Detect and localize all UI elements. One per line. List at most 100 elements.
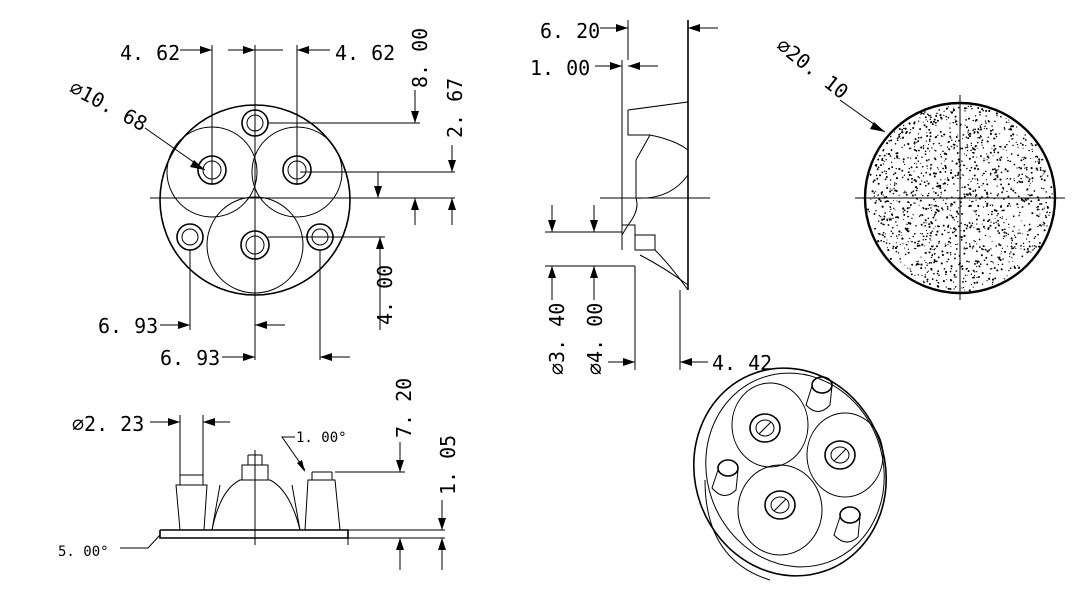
stipple-dot [943,133,946,136]
stipple-dot [965,227,968,230]
stipple-dot [1008,261,1010,263]
stipple-dot [890,213,894,216]
stipple-dot [886,153,888,155]
stipple-dot [1039,213,1041,215]
stipple-dot [985,122,987,124]
stipple-dot [944,179,946,181]
stipple-dot [982,219,985,222]
stipple-dot [977,275,980,279]
stipple-dot [924,274,926,276]
stipple-dot [1015,242,1018,245]
stipple-dot [1009,178,1012,180]
stipple-dot [932,245,935,247]
stipple-dot [909,268,911,270]
stipple-dot [882,231,885,234]
stipple-dot [1043,170,1046,173]
stipple-dot [976,281,979,284]
stipple-dot [931,147,933,149]
stipple-dot [937,225,939,227]
stipple-dot [930,164,932,166]
stipple-dot [883,235,886,238]
stipple-dot [1033,244,1036,247]
stipple-dot [965,241,967,244]
stipple-dot [893,131,896,133]
stipple-dot [973,210,975,212]
stipple-dot [974,128,976,131]
stipple-dot [945,286,947,288]
stipple-dot [894,157,896,160]
dim-4-62-left: 4. 62 [120,41,180,65]
stipple-dot [982,147,985,149]
stipple-dot [893,184,896,186]
stipple-dot [932,216,935,219]
stipple-dot [992,278,995,281]
stipple-dot [929,247,932,251]
stipple-dot [950,169,953,171]
stipple-dot [896,245,899,248]
stipple-dot [895,250,898,253]
stipple-dot [888,153,891,156]
stipple-dot [913,247,915,249]
stipple-dot [956,145,958,147]
stipple-dot [926,132,928,134]
stipple-dot [888,218,891,221]
stipple-dot [945,115,947,118]
stipple-dot [1041,208,1044,211]
stipple-dot [966,274,968,276]
stipple-dot [958,165,960,167]
stipple-dot [979,263,982,265]
stipple-dot [902,158,905,161]
stipple-dot [998,244,1000,246]
stipple-dot [1038,162,1041,164]
stipple-dot [1042,224,1044,226]
stipple-dot [950,227,952,229]
stipple-dot [973,239,975,242]
stipple-dot [946,206,949,208]
stipple-dot [1012,247,1015,249]
stipple-dot [906,210,909,213]
stipple-dot [1017,146,1019,148]
stipple-dot [903,213,906,216]
lens-face-view [839,95,1065,300]
stipple-dot [954,174,957,177]
stipple-dot [898,133,900,136]
stipple-dot [1027,250,1030,253]
stipple-dot [1030,251,1032,253]
stipple-dot [901,169,904,172]
stipple-dot [961,160,963,162]
stipple-dot [1005,149,1007,151]
stipple-dot [892,192,895,195]
stipple-dot [993,144,996,147]
stipple-dot [945,158,947,160]
stipple-dot [957,173,960,175]
dim-dia-20-10: ⌀20. 10 [772,33,853,104]
stipple-dot [972,200,974,203]
stipple-dot [988,109,991,112]
stipple-dot [909,128,912,131]
stipple-dot [1007,245,1009,247]
stipple-dot [949,237,952,240]
stipple-dot [951,231,954,234]
stipple-dot [919,215,921,217]
stipple-dot [974,115,977,117]
stipple-dot [881,157,884,160]
stipple-dot [937,205,939,208]
stipple-dot [929,234,932,237]
stipple-dot [908,122,911,125]
stipple-dot [882,149,884,152]
stipple-dot [923,124,926,127]
stipple-dot [890,139,893,142]
stipple-dot [970,142,973,145]
stipple-dot [892,173,895,176]
stipple-dot [920,146,923,149]
stipple-dot [972,129,974,132]
stipple-dot [943,268,946,270]
stipple-dot [972,156,974,158]
stipple-dot [922,235,925,238]
stipple-dot [931,123,934,126]
stipple-dot [930,121,933,124]
stipple-dot [986,263,989,266]
stipple-dot [949,209,952,212]
stipple-dot [962,286,965,289]
stipple-dot [976,147,978,149]
